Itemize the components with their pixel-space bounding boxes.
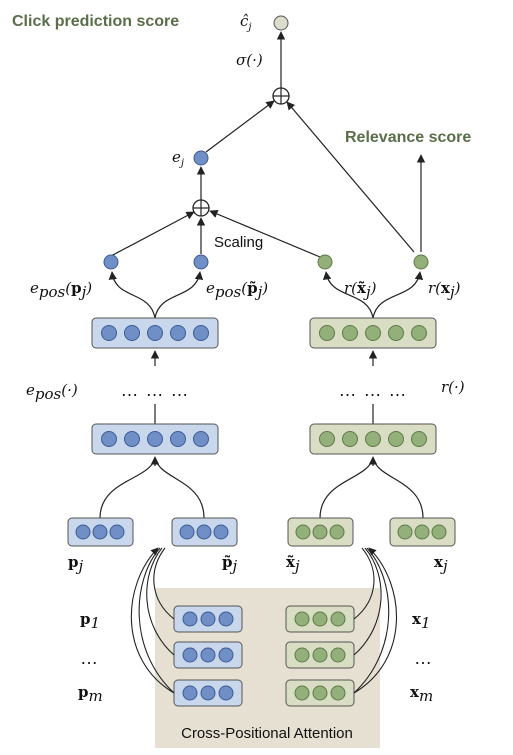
blue-layer-upper (91, 317, 219, 349)
ptilde-j-label: p̃j (222, 553, 238, 575)
p-j-label: pj (68, 553, 84, 575)
epos-ptilde-label: epos(p̃j) (206, 279, 268, 301)
top-sum-node (272, 87, 290, 105)
mid-sum-node (192, 199, 210, 217)
cross-attention-label: Cross-Positional Attention (181, 725, 353, 742)
green-layer-lower (309, 423, 437, 455)
blue-layer-lower (91, 423, 219, 455)
blue-branch-right (154, 271, 204, 319)
scaling-label: Scaling (214, 234, 263, 251)
click-score-node (273, 15, 289, 31)
x-dots-block (285, 641, 355, 669)
p-dots-label: … (80, 648, 99, 668)
ej-to-sum-arrow (205, 100, 275, 153)
x-m-label: xm (410, 683, 433, 705)
x-j-label: xj (434, 553, 448, 575)
xtilde-j-label: x̃j (286, 553, 300, 575)
p-m-label: pm (78, 683, 103, 705)
green-branch-right (372, 271, 424, 319)
r-x-label: r(xj) (428, 279, 461, 301)
x-j-block (389, 517, 456, 547)
green-attention-arcs (353, 548, 397, 694)
green-layer-upper (309, 317, 437, 349)
epos-pj-node (103, 254, 119, 270)
e-j-label: ej (172, 148, 184, 169)
xtilde-scaling-arrow (209, 210, 321, 258)
x-1-label: x1 (412, 610, 431, 632)
blue-branch-left (108, 271, 156, 319)
ptilde-j-block (171, 517, 238, 547)
p-1-label: p1 (80, 610, 100, 632)
epos-func-label: epos(·) (26, 381, 78, 403)
p-dots-block (173, 641, 243, 669)
blue-merge-curves (99, 457, 205, 519)
epos-pj-label: epos(pj) (30, 279, 92, 301)
sigma-label: σ(·) (236, 51, 263, 69)
pj-to-sum-arrow (110, 211, 195, 257)
xtilde-j-block (287, 517, 354, 547)
x-dots-label: … (414, 648, 433, 668)
x-1-block (285, 605, 355, 633)
epos-ptilde-node (193, 254, 209, 270)
r-xtilde-node (317, 254, 333, 270)
relevance-to-sum-arrow (286, 101, 415, 253)
e-j-node (193, 150, 209, 166)
c-hat-label: ĉj (240, 12, 252, 33)
p-j-block (67, 517, 134, 547)
blue-ellipsis: … … … (120, 380, 189, 400)
x-m-block (285, 679, 355, 707)
r-x-node (413, 254, 429, 270)
blue-attention-arcs (130, 548, 175, 694)
relevance-heading: Relevance score (345, 129, 471, 146)
p-1-block (173, 605, 243, 633)
r-xtilde-label: r(x̃j) (344, 279, 377, 301)
p-m-block (173, 679, 243, 707)
click-prediction-heading: Click prediction score (12, 13, 179, 30)
green-ellipsis: … … … (338, 380, 407, 400)
green-merge-curves (319, 457, 424, 519)
r-func-label: r(·) (441, 378, 465, 396)
green-branch-left (322, 271, 374, 319)
